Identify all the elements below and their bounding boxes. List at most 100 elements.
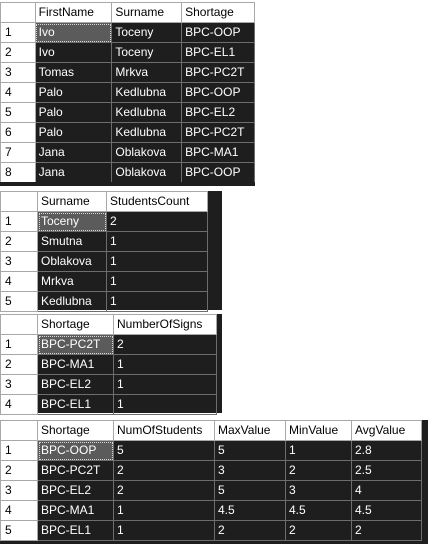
row-number[interactable]: 3 <box>0 62 36 83</box>
corner-cell[interactable] <box>0 420 38 441</box>
row-number[interactable]: 5 <box>0 291 38 312</box>
table-cell[interactable]: BPC-PC2T <box>181 62 255 83</box>
table-cell[interactable]: Oblakova <box>111 142 183 163</box>
table-cell[interactable]: Mrkva <box>37 271 107 292</box>
column-header[interactable]: MinValue <box>285 420 352 441</box>
table-cell[interactable]: Palo <box>34 102 113 123</box>
table-cell[interactable]: 4.5 <box>214 500 286 521</box>
row-number[interactable]: 3 <box>0 251 38 272</box>
column-header[interactable]: Shortage <box>181 2 255 23</box>
row-number[interactable]: 2 <box>0 460 38 481</box>
row-number[interactable]: 4 <box>0 82 36 103</box>
table-cell[interactable]: 5 <box>214 440 286 461</box>
table-cell[interactable]: BPC-EL2 <box>37 374 114 395</box>
table-cell[interactable]: BPC-EL1 <box>181 42 255 63</box>
row-number[interactable]: 3 <box>0 374 38 395</box>
row-number[interactable]: 4 <box>0 271 38 292</box>
table-cell[interactable]: 2.5 <box>351 460 422 481</box>
table-cell-selected[interactable]: Toceny <box>37 211 107 232</box>
table-cell[interactable]: Kedlubna <box>111 122 183 143</box>
table-cell[interactable]: BPC-EL2 <box>37 480 114 501</box>
table-cell[interactable]: Tomas <box>34 62 113 83</box>
table-cell[interactable]: 4.5 <box>285 500 352 521</box>
table-cell[interactable]: Toceny <box>111 22 183 43</box>
table-cell[interactable]: 2 <box>285 460 352 481</box>
table-cell[interactable]: Jana <box>34 162 113 183</box>
column-header[interactable]: Shortage <box>37 420 114 441</box>
table-cell[interactable]: Mrkva <box>111 62 183 83</box>
table-cell[interactable]: 2 <box>113 334 217 355</box>
results-grid-shortage-stats[interactable]: Shortage NumOfStudents MaxValue MinValue… <box>0 420 428 544</box>
table-cell[interactable]: 2 <box>351 520 422 541</box>
table-cell[interactable]: 2 <box>214 520 286 541</box>
table-cell[interactable]: 1 <box>113 394 217 415</box>
table-cell[interactable]: 3 <box>285 480 352 501</box>
row-number[interactable]: 5 <box>0 102 36 123</box>
table-cell[interactable]: Jana <box>34 142 113 163</box>
table-cell[interactable]: BPC-MA1 <box>37 500 114 521</box>
table-cell[interactable]: Toceny <box>111 42 183 63</box>
table-cell[interactable]: Kedlubna <box>111 102 183 123</box>
row-number[interactable]: 4 <box>0 500 38 521</box>
row-number[interactable]: 2 <box>0 42 36 63</box>
table-cell[interactable]: 2 <box>106 211 208 232</box>
table-cell[interactable]: Palo <box>34 82 113 103</box>
table-cell[interactable]: 5 <box>113 440 215 461</box>
table-cell[interactable]: 2 <box>113 460 215 481</box>
row-number[interactable]: 1 <box>0 22 36 43</box>
table-cell[interactable]: 4.5 <box>351 500 422 521</box>
table-cell[interactable]: 2 <box>113 480 215 501</box>
row-number[interactable]: 2 <box>0 354 38 375</box>
table-cell[interactable]: 1 <box>113 374 217 395</box>
table-cell[interactable]: 1 <box>113 500 215 521</box>
table-cell[interactable]: Palo <box>34 122 113 143</box>
table-cell[interactable]: BPC-OOP <box>181 162 255 183</box>
table-cell[interactable]: 1 <box>106 291 208 312</box>
table-cell[interactable]: BPC-PC2T <box>37 460 114 481</box>
row-number[interactable]: 1 <box>0 440 38 461</box>
column-header[interactable]: AvgValue <box>351 420 422 441</box>
column-header[interactable]: FirstName <box>34 2 113 23</box>
table-cell[interactable]: BPC-EL1 <box>37 520 114 541</box>
row-number[interactable]: 1 <box>0 211 38 232</box>
table-cell[interactable]: 1 <box>113 354 217 375</box>
row-number[interactable]: 6 <box>0 122 36 143</box>
table-cell[interactable]: Oblakova <box>111 162 183 183</box>
table-cell[interactable]: BPC-EL1 <box>37 394 114 415</box>
row-number[interactable]: 2 <box>0 231 38 252</box>
corner-cell[interactable] <box>0 2 36 23</box>
table-cell[interactable]: Kedlubna <box>37 291 107 312</box>
table-cell[interactable]: 1 <box>106 271 208 292</box>
table-cell[interactable]: Smutna <box>37 231 107 252</box>
column-header[interactable]: Surname <box>37 191 107 212</box>
column-header[interactable]: MaxValue <box>214 420 286 441</box>
corner-cell[interactable] <box>0 191 38 212</box>
table-cell[interactable]: 2 <box>285 520 352 541</box>
table-cell-selected[interactable]: BPC-PC2T <box>37 334 114 355</box>
row-number[interactable]: 5 <box>0 520 38 541</box>
table-cell[interactable]: 1 <box>285 440 352 461</box>
table-cell[interactable]: BPC-MA1 <box>181 142 255 163</box>
table-cell[interactable]: BPC-PC2T <box>181 122 255 143</box>
row-number[interactable]: 7 <box>0 142 36 163</box>
